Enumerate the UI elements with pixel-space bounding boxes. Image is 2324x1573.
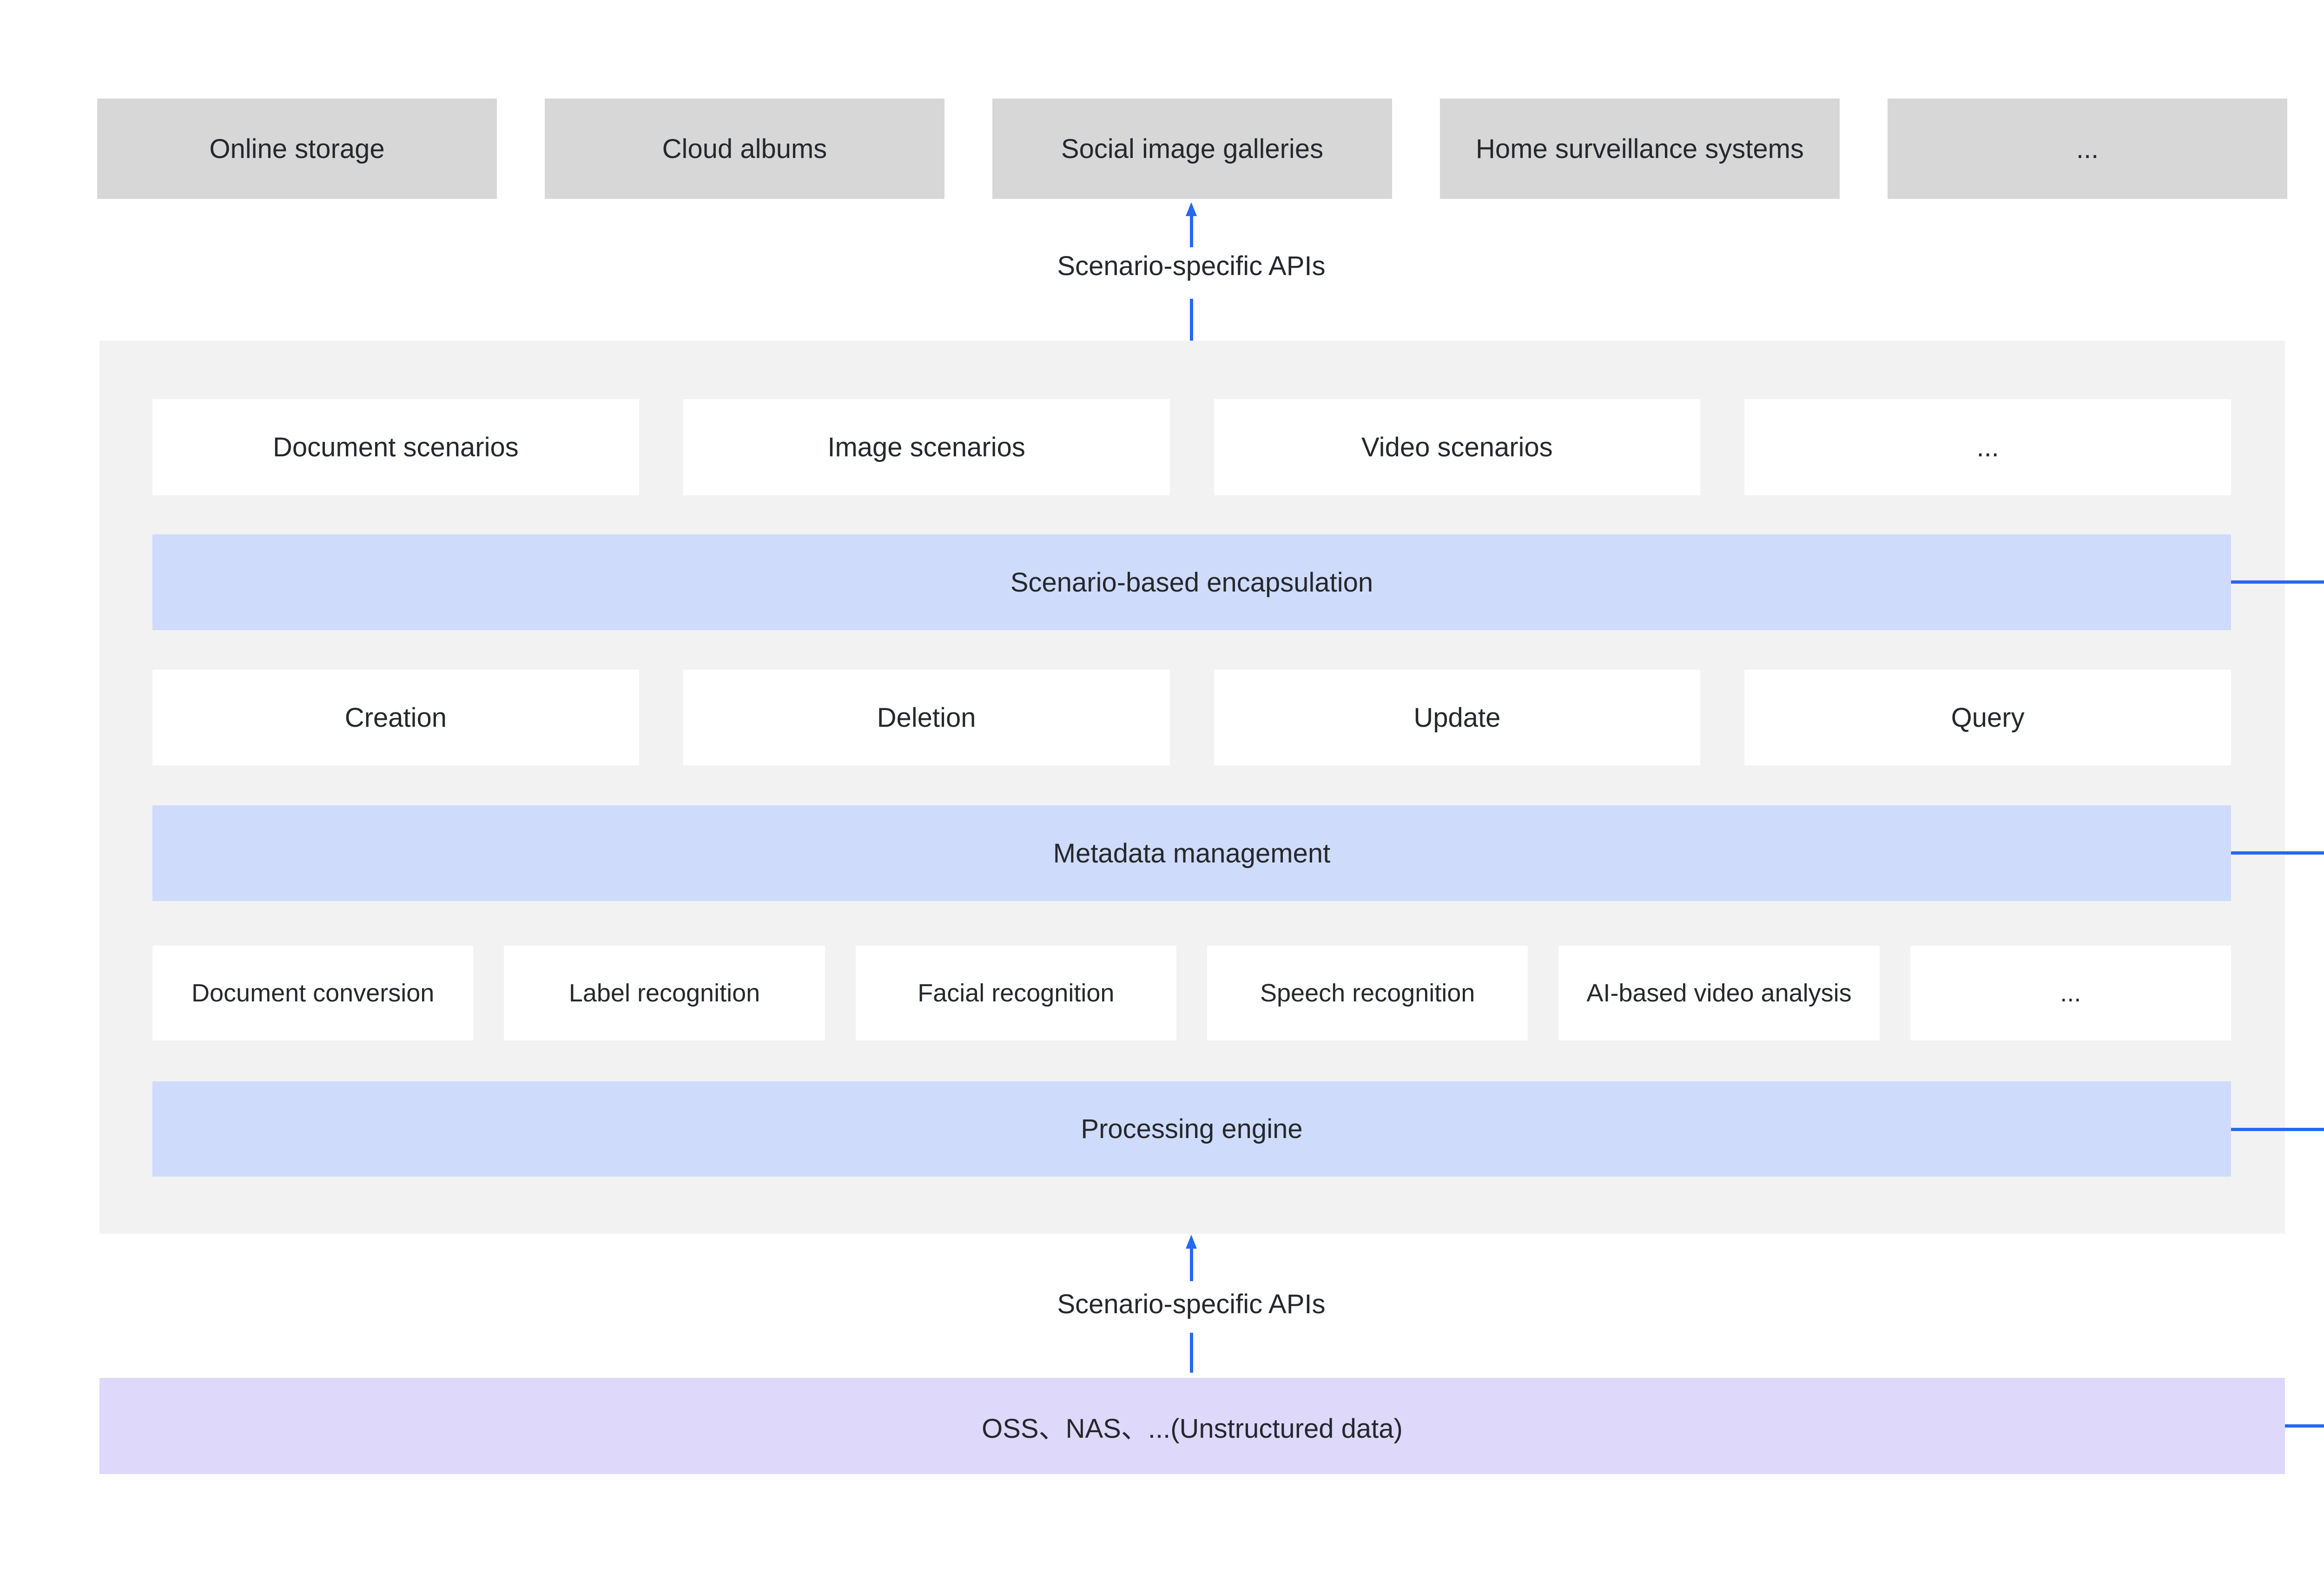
engine-box-label: ... [2060, 979, 2081, 1007]
engine-row: Document conversion Label recognition Fa… [152, 946, 2231, 1040]
crud-box: Query [1744, 670, 2231, 765]
storage-bar: OSS、NAS、...(Unstructured data) [99, 1378, 2285, 1474]
engine-box-label: AI-based video analysis [1586, 979, 1852, 1007]
scenario-box: Image scenarios [683, 399, 1170, 495]
app-box: Social image galleries [992, 99, 1392, 199]
app-box-label: Cloud albums [662, 133, 827, 164]
engine-box: Label recognition [504, 946, 825, 1040]
connector-metadata [2231, 851, 2324, 855]
scenario-box-label: Video scenarios [1361, 432, 1553, 462]
scenario-box-label: Document scenarios [273, 432, 519, 462]
app-box: Home surveillance systems [1440, 99, 1840, 199]
encapsulation-bar-label: Scenario-based encapsulation [1010, 567, 1373, 598]
scenario-box: ... [1744, 399, 2231, 495]
crud-box: Deletion [683, 670, 1170, 765]
up-arrow-shaft-upper [1190, 215, 1193, 247]
top-apps-row: Online storage Cloud albums Social image… [97, 99, 2287, 199]
crud-box-label: Creation [344, 702, 447, 733]
scenario-box-label: ... [1976, 432, 1999, 462]
processing-bar: Processing engine [152, 1081, 2231, 1177]
app-box-label: Home surveillance systems [1476, 133, 1804, 164]
crud-box-label: Query [1951, 702, 2025, 733]
engine-box-label: Facial recognition [918, 979, 1115, 1007]
up-arrow-icon [1186, 1235, 1197, 1249]
processing-bar-label: Processing engine [1081, 1114, 1303, 1144]
crud-box: Creation [152, 670, 639, 765]
metadata-bar: Metadata management [152, 805, 2231, 901]
engine-box: Speech recognition [1207, 946, 1528, 1040]
app-box: Online storage [97, 99, 497, 199]
bottom-arrow-shaft-upper [1190, 1248, 1193, 1281]
engine-box-label: Document conversion [191, 979, 435, 1007]
app-box: Cloud albums [545, 99, 944, 199]
app-box: ... [1888, 99, 2287, 199]
bottom-arrow-shaft-lower [1190, 1333, 1193, 1373]
api-label-bottom: Scenario-specific APIs [1057, 1289, 1326, 1319]
connector-storage [2285, 1424, 2324, 1428]
connector-encapsulation [2231, 580, 2324, 584]
encapsulation-bar: Scenario-based encapsulation [152, 534, 2231, 630]
scenario-box-label: Image scenarios [827, 432, 1025, 462]
engine-box: Facial recognition [855, 946, 1176, 1040]
connector-processing [2231, 1128, 2324, 1131]
scenario-box: Video scenarios [1214, 399, 1701, 495]
up-arrow-shaft-lower [1190, 299, 1193, 341]
app-box-label: Social image galleries [1061, 133, 1324, 164]
engine-box: Document conversion [152, 946, 474, 1040]
storage-bar-label: OSS、NAS、...(Unstructured data) [982, 1413, 1403, 1444]
up-arrow-icon [1186, 202, 1197, 216]
metadata-bar-label: Metadata management [1053, 838, 1331, 869]
engine-box-label: Speech recognition [1260, 979, 1475, 1007]
scenario-row: Document scenarios Image scenarios Video… [152, 399, 2231, 495]
crud-box: Update [1214, 670, 1701, 765]
app-box-label: ... [2076, 133, 2099, 164]
api-label-top: Scenario-specific APIs [1057, 251, 1326, 281]
crud-box-label: Deletion [877, 702, 976, 733]
app-box-label: Online storage [209, 133, 385, 164]
engine-box: ... [1910, 946, 2231, 1040]
engine-box: AI-based video analysis [1558, 946, 1880, 1040]
crud-row: Creation Deletion Update Query [152, 670, 2231, 765]
crud-box-label: Update [1413, 702, 1501, 733]
engine-box-label: Label recognition [568, 979, 760, 1007]
scenario-box: Document scenarios [152, 399, 639, 495]
